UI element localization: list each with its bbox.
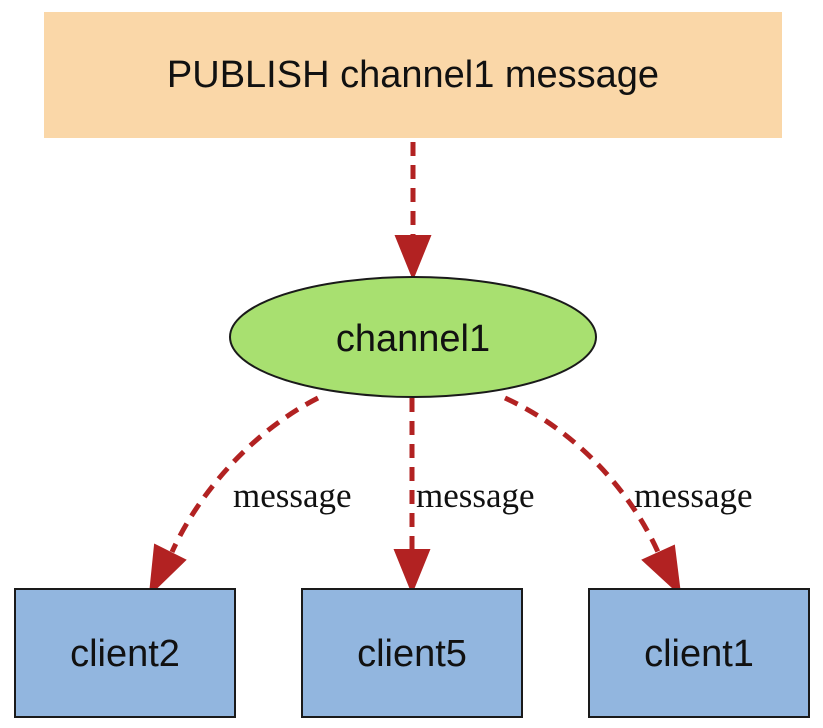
arrowhead-channel-to-client1: [641, 544, 682, 597]
publish-box: [44, 12, 782, 138]
edge-label-client2: message: [233, 476, 352, 515]
edge-label-client1: message: [634, 476, 753, 515]
client-box-client1: [588, 588, 810, 718]
client-label-client5: client5: [357, 633, 467, 675]
arrowhead-publish-to-channel: [394, 235, 432, 281]
publish-label: PUBLISH channel1 message: [167, 54, 659, 96]
client-box-client2: [14, 588, 236, 718]
client-label-client1: client1: [644, 633, 754, 675]
edge-channel-to-client1: [503, 395, 661, 554]
edge-channel-to-client2: [169, 395, 320, 554]
channel-label: channel1: [336, 318, 490, 360]
arrowhead-channel-to-client5: [393, 549, 431, 595]
arrowhead-channel-to-client2: [148, 543, 187, 597]
client-label-client2: client2: [70, 633, 180, 675]
client-box-client5: [301, 588, 523, 718]
edge-label-client5: message: [416, 476, 535, 515]
channel-node: [229, 276, 597, 398]
